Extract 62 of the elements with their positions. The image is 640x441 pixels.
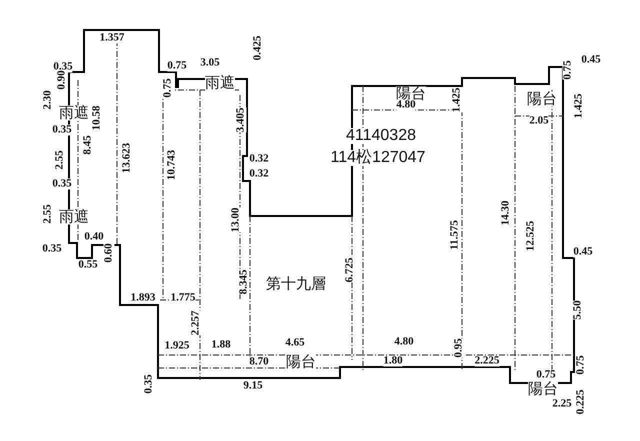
dimension-label: 4.65 — [285, 338, 305, 348]
dimension-label: 8.70 — [249, 356, 269, 368]
dimension-label: 0.75 — [162, 78, 174, 98]
dimension-label: 0.45 — [581, 54, 601, 66]
dimension-label: 0.35 — [144, 374, 154, 394]
dimension-label: 13.00 — [230, 208, 242, 232]
dimension-label: 2.225 — [474, 356, 500, 366]
dimension-label: 4.80 — [396, 100, 416, 110]
id-number: 41140328 — [346, 128, 416, 144]
dimension-label: 1.80 — [383, 356, 403, 366]
room-label: 第十九層 — [266, 276, 326, 292]
dimension-label: 1.893 — [130, 292, 156, 304]
dimension-label: 1.88 — [211, 340, 231, 350]
dimension-label: 2.05 — [529, 116, 549, 126]
dimension-label: 10.743 — [166, 150, 178, 180]
dimension-label: 1.357 — [100, 32, 124, 44]
id-number: 114松127047 — [330, 150, 426, 166]
dimension-label: 0.60 — [104, 243, 114, 263]
dimension-label: 3.405 — [236, 108, 246, 132]
dimension-label: 6.725 — [344, 258, 356, 282]
dimension-label: 1.425 — [452, 88, 462, 112]
room-label: 陽台 — [286, 354, 316, 370]
dimension-label: 8.45 — [82, 135, 94, 155]
dimension-label: 0.32 — [249, 168, 269, 180]
dimension-label: 13.623 — [122, 142, 132, 174]
room-label: 陽台 — [527, 92, 557, 106]
dimension-label: 1.925 — [164, 340, 190, 352]
dimension-label: 0.95 — [454, 338, 464, 358]
dimension-label: 4.80 — [394, 336, 414, 348]
dimension-label: 0.32 — [249, 154, 269, 164]
dimension-label: 0.75 — [576, 355, 586, 375]
dimension-label: 0.75 — [562, 60, 574, 80]
dimension-label: 0.90 — [56, 70, 68, 90]
dimension-label: 0.75 — [536, 370, 556, 380]
dimension-label: 10.58 — [92, 106, 102, 130]
room-label: 雨遮 — [59, 106, 89, 120]
dimension-label: 0.35 — [52, 178, 72, 190]
dimension-label: 2.30 — [42, 90, 54, 110]
dimension-label: 2.257 — [190, 310, 202, 336]
dimension-label: 3.05 — [200, 58, 220, 68]
dimension-label: 12.525 — [526, 220, 536, 252]
dimension-label: 14.30 — [500, 200, 512, 226]
room-label: 雨遮 — [205, 76, 235, 90]
dimension-label: 5.50 — [572, 300, 584, 320]
dimension-label: 0.225 — [576, 390, 586, 414]
dimension-label: 2.55 — [54, 150, 66, 170]
dimension-label: 0.35 — [52, 124, 72, 136]
room-label: 雨遮 — [59, 210, 89, 224]
dimension-label: 2.25 — [552, 398, 572, 410]
dimension-label: 1.425 — [574, 94, 584, 118]
dimension-label: 0.75 — [167, 60, 187, 72]
dimension-label: 11.575 — [450, 220, 460, 250]
dimension-label: 8.345 — [238, 270, 250, 294]
dimension-label: 0.40 — [84, 232, 104, 242]
dimension-label: 0.45 — [573, 246, 593, 258]
dimension-label: 9.15 — [243, 380, 263, 392]
dimension-label: 0.425 — [252, 36, 264, 60]
dimension-label: 2.55 — [42, 204, 54, 224]
room-label: 陽台 — [528, 382, 558, 396]
dimension-label: 1.775 — [170, 292, 196, 304]
dimension-label: 0.35 — [42, 244, 62, 254]
dimension-label: 0.55 — [78, 260, 98, 270]
